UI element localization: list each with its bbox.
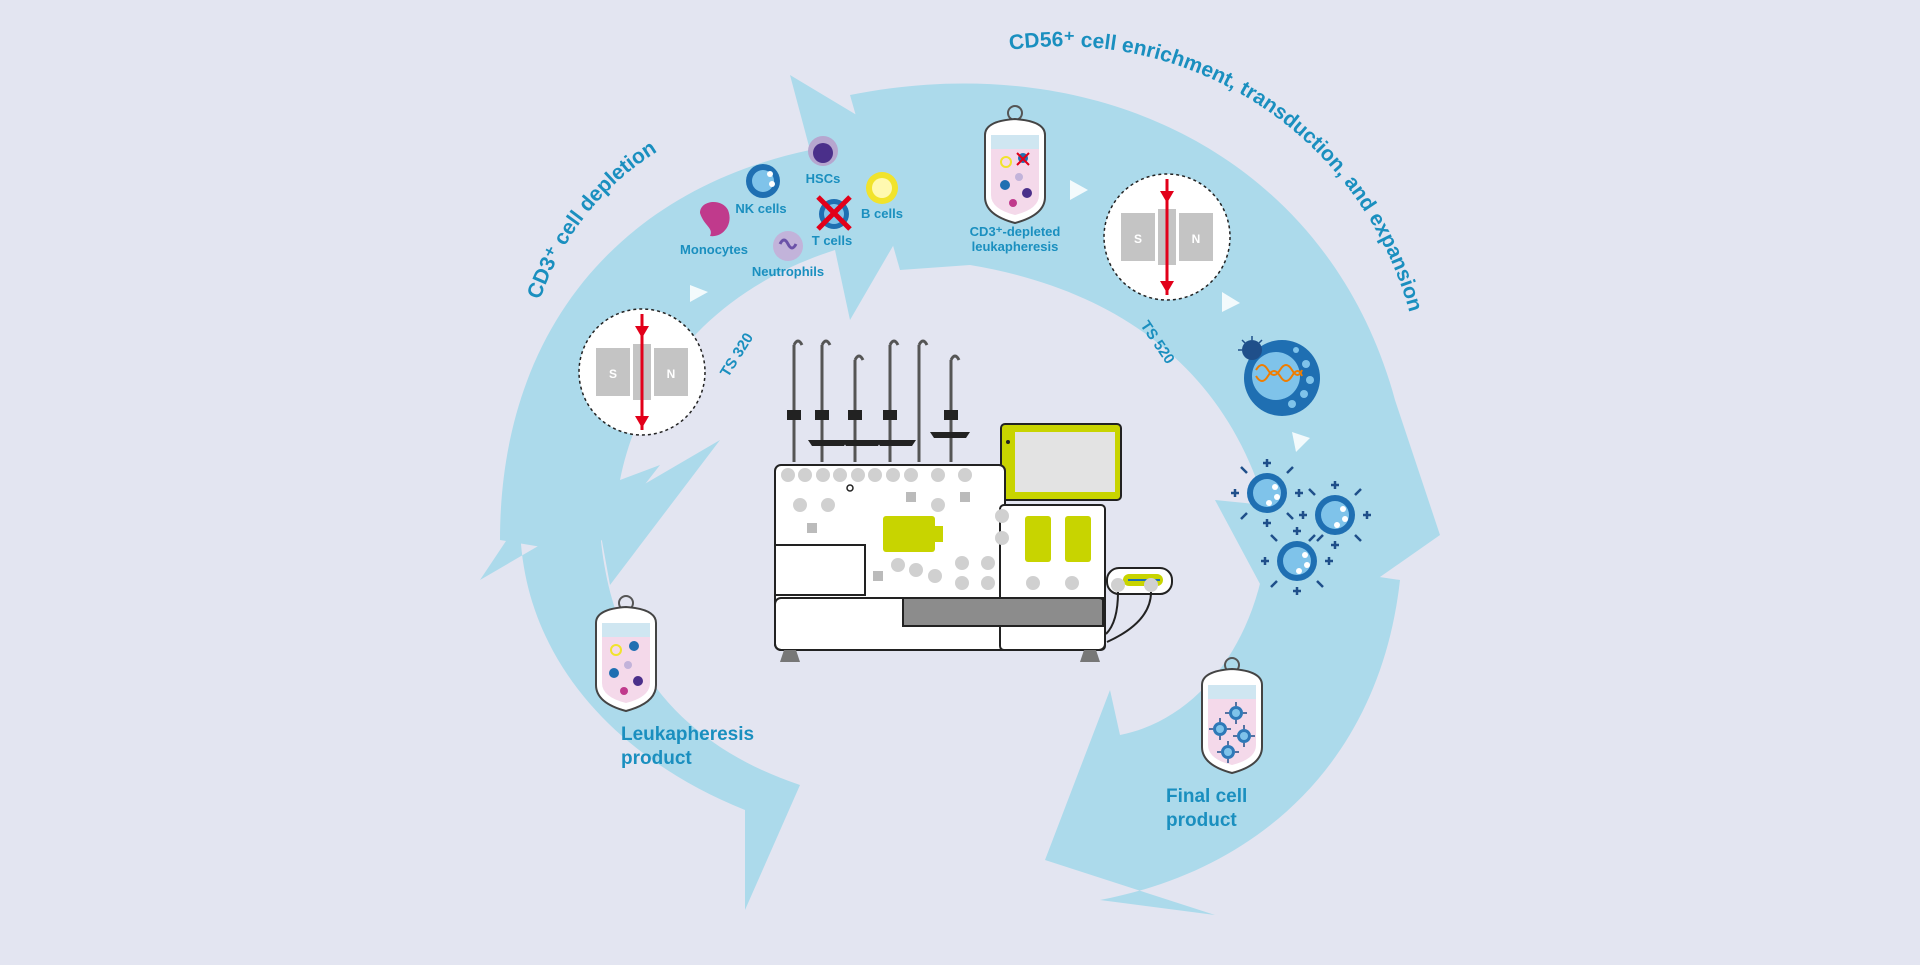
svg-text:S: S [1134,232,1142,246]
svg-text:N: N [667,367,676,381]
nk-label: NK cells [735,201,786,216]
bag-leuka-label-1: Leukapheresis [621,724,754,745]
bag-leuka-label-2: product [621,748,692,769]
arrow-upper-left [500,75,940,555]
transduced-cell-icon [1238,336,1320,416]
flow-pointers [690,180,1310,452]
neutrophil-label: Neutrophils [752,264,824,279]
svg-text:N: N [1192,232,1201,246]
b-cell-icon [866,172,898,204]
monocyte-icon [700,202,730,237]
bag-depleted-label-2: leukapheresis [972,239,1059,254]
magnet-ts320: S N [578,308,706,436]
processing-device [774,339,1173,662]
t-cell-icon [816,195,852,231]
neutrophil-icon [773,231,803,261]
t-cell-label: T cells [812,233,852,248]
bag-depleted [984,105,1046,225]
bag-final-label-2: product [1166,810,1237,831]
bag-leukapheresis [595,595,657,713]
monocyte-label: Monocytes [680,242,748,257]
arrow-upper-right [850,83,1440,641]
svg-text:S: S [609,367,617,381]
bag-depleted-label-1: CD3⁺-depleted [970,224,1061,239]
nk-cell-icon [746,164,780,198]
hsc-label: HSCs [806,171,841,186]
bag-final-label-1: Final cell [1166,786,1247,807]
bag-final [1201,657,1263,775]
magnet-ts520: S N [1103,173,1231,301]
hsc-cell-icon [808,136,838,166]
cell-types: HSCs NK cells B cells T cells Monocytes … [680,136,903,279]
b-cell-label: B cells [861,206,903,221]
ts320-label: TS 320 [717,330,757,380]
